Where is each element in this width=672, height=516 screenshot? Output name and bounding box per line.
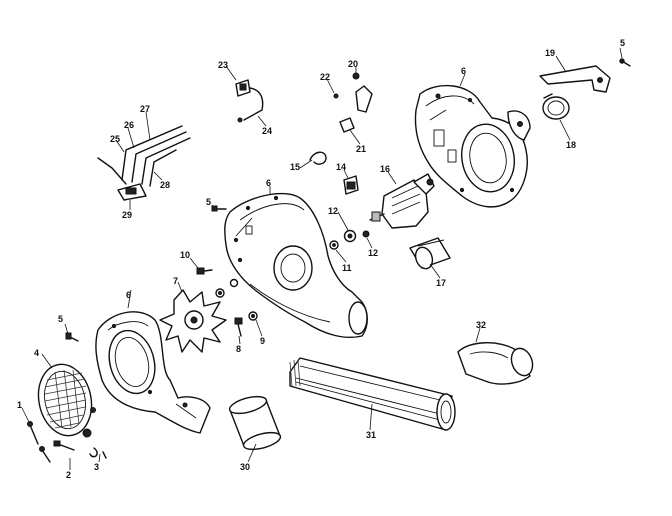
callout-15: 15 (290, 162, 300, 172)
small-hardware-middle (196, 205, 258, 337)
callout-4: 4 (34, 348, 39, 358)
front-housing-part (95, 311, 211, 434)
callout-19: 19 (545, 48, 555, 58)
callout-30: 30 (240, 462, 250, 472)
callout-18: 18 (566, 140, 576, 150)
callout-20: 20 (348, 59, 358, 69)
callout-24: 24 (262, 126, 272, 136)
callout-6-front: 6 (126, 290, 131, 300)
grille-part (37, 363, 96, 438)
callout-31: 31 (366, 430, 376, 440)
callout-29: 29 (122, 210, 132, 220)
switch-clip-part (343, 175, 359, 195)
spring-clip-part (309, 151, 327, 165)
screws-front-left (27, 332, 107, 463)
rear-housing-part (414, 84, 531, 208)
callout-7: 7 (173, 276, 178, 286)
callout-6-middle: 6 (266, 178, 271, 188)
sleeve-part (409, 237, 451, 270)
elbow-nozzle-part (457, 342, 534, 385)
wire-harness-parts (97, 125, 191, 201)
callout-21: 21 (356, 144, 366, 154)
callout-5-rear: 5 (620, 38, 625, 48)
callout-27: 27 (140, 104, 150, 114)
callout-6-rear: 6 (461, 66, 466, 76)
switch-terminals-parts (235, 72, 373, 133)
callout-5-front: 5 (58, 314, 63, 324)
callout-22: 22 (320, 72, 330, 82)
washers-motor (329, 229, 370, 250)
blower-tube-part (289, 357, 456, 431)
callout-16: 16 (380, 164, 390, 174)
callout-28: 28 (160, 180, 170, 190)
callout-1: 1 (17, 400, 22, 410)
callout-12-left: 12 (328, 206, 338, 216)
fan-impeller-part (159, 289, 227, 353)
callout-32: 32 (476, 320, 486, 330)
motor-part (369, 173, 435, 229)
callout-8: 8 (236, 344, 241, 354)
bracket-part (539, 58, 631, 93)
callout-11: 11 (342, 263, 352, 273)
coupling-tube-part (228, 395, 282, 451)
middle-housing-part (224, 192, 368, 339)
callout-10: 10 (180, 250, 190, 260)
callout-3: 3 (94, 462, 99, 472)
callout-9: 9 (260, 336, 265, 346)
leader-lines (21, 47, 623, 470)
callout-23: 23 (218, 60, 228, 70)
callout-5-middle: 5 (206, 197, 211, 207)
callout-12-right: 12 (368, 248, 378, 258)
callout-labels: 1 2 3 4 5 5 5 6 6 6 7 8 9 10 11 12 12 14… (17, 38, 625, 480)
callout-2: 2 (66, 470, 71, 480)
callout-26: 26 (124, 120, 134, 130)
callout-14: 14 (336, 162, 346, 172)
callout-25: 25 (110, 134, 120, 144)
ring-clamp-part (542, 93, 570, 120)
callout-17: 17 (436, 278, 446, 288)
